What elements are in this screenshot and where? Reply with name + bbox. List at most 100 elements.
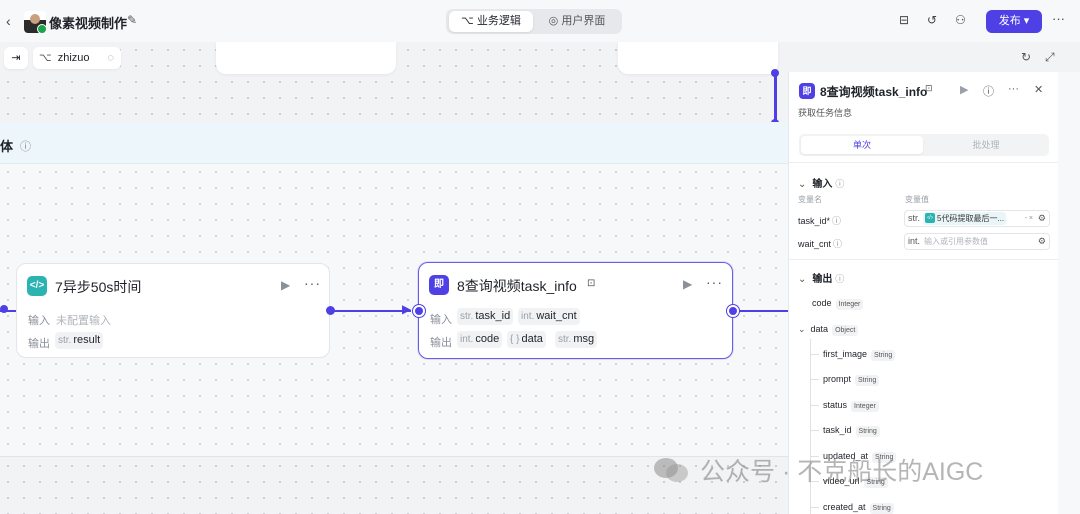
input-port[interactable] [0, 305, 8, 313]
loading-icon: ◌ [107, 52, 114, 64]
close-icon[interactable]: ✕ [1034, 84, 1044, 96]
edge-line [331, 310, 411, 312]
play-icon[interactable]: ▶ [960, 84, 969, 96]
output-label: 输出 [28, 338, 50, 350]
output-tag: str.msg [555, 331, 598, 348]
run-mode-tabs: 单次 批处理 [799, 134, 1049, 156]
input-tag: str.task_id [457, 308, 514, 325]
connector-port[interactable] [771, 69, 779, 77]
chevron-left-icon[interactable]: ‹ [6, 13, 11, 29]
edge-line [0, 310, 16, 312]
output-port[interactable] [326, 306, 335, 315]
edit-icon[interactable]: ✎ [127, 13, 138, 27]
column-header-name: 变量名 [798, 195, 822, 204]
tab-business-logic[interactable]: ⌥ 业务逻辑 [449, 11, 533, 32]
divider [789, 162, 1059, 163]
chevron-down-icon: ⌄ [798, 179, 807, 190]
connector-line [774, 72, 777, 124]
node-query-task-info[interactable]: 即 8查询视频task_info ⊡ ▶ ··· 输入 str.task_id … [418, 262, 733, 359]
scrollbar[interactable] [1058, 72, 1080, 514]
output-tag: int.code [457, 331, 503, 348]
check-badge-icon [37, 24, 46, 33]
tree-line [810, 339, 811, 514]
workflow-chip[interactable]: ⌥ zhizuo ◌ [33, 47, 121, 69]
publish-button[interactable]: 发布 ▾ [986, 10, 1042, 33]
reference-chip[interactable]: ‹/›5代码提取最后一... [923, 212, 1007, 225]
tab-single[interactable]: 单次 [801, 136, 923, 154]
workflow-icon: ⌥ [39, 52, 52, 64]
more-icon[interactable]: ··· [706, 274, 723, 290]
upstream-node-edge [618, 42, 778, 74]
llm-icon: 即 [799, 83, 815, 99]
expand-icon[interactable]: ⤢ [1045, 50, 1055, 64]
more-icon[interactable]: ··· [1008, 83, 1019, 95]
play-icon[interactable]: ▶ [683, 277, 693, 291]
tab-batch[interactable]: 批处理 [972, 140, 1000, 150]
avatar [24, 11, 46, 33]
wait-cnt-value-field[interactable]: int. 输入或引用参数值 ⚙ [904, 233, 1050, 250]
chevron-down-icon: ⌄ [798, 324, 806, 334]
api-icon: ⊡ [925, 83, 933, 93]
settings-icon[interactable]: ⚙ [1037, 213, 1046, 223]
loop-title: 体 [0, 139, 14, 154]
info-icon: ⓘ [835, 274, 845, 284]
help-icon[interactable]: ⓘ [983, 86, 994, 98]
output-tag: str.result [55, 332, 104, 349]
output-label: 输出 [430, 337, 452, 349]
workflow-name: zhizuo [57, 52, 90, 64]
info-icon[interactable]: ⓘ [20, 141, 31, 153]
tree-line [810, 354, 819, 355]
more-icon[interactable]: ··· [304, 275, 321, 291]
input-tag: int.wait_cnt [518, 308, 580, 325]
mode-switch: ⌥ 业务逻辑 ◎ 用户界面 [446, 9, 622, 34]
tree-line [810, 379, 819, 380]
toolbox-icon[interactable]: ⊟ [899, 13, 910, 27]
workflow-icon: ⌥ [461, 15, 477, 27]
sidebar-expand-icon: ⇥ [11, 52, 21, 64]
node-async-wait[interactable]: </> 7异步50s时间 ▶ ··· 输入 未配置输入 输出 str.resul… [16, 263, 330, 358]
info-icon: ⓘ [835, 179, 845, 189]
upstream-node-edge [216, 42, 396, 74]
chevron-down-icon: ⌄ [798, 274, 807, 285]
var-name: task_id*ⓘ [798, 216, 842, 226]
tree-line [810, 430, 819, 431]
panel-title: 8查询视频task_info [820, 85, 928, 99]
play-icon[interactable]: ▶ [281, 278, 291, 292]
history-icon[interactable]: ↺ [927, 13, 938, 27]
panel-description: 获取任务信息 [798, 108, 853, 118]
task-id-value-field[interactable]: str. ‹/›5代码提取最后一... - × ⚙ [904, 210, 1050, 227]
api-icon: ⊡ [587, 278, 596, 289]
refresh-icon[interactable]: ↻ [1021, 50, 1032, 64]
node-config-panel: 即 8查询视频task_info ⊡ ▶ ⓘ ··· ✕ 获取任务信息 单次 批… [788, 72, 1059, 514]
edge-line [733, 310, 790, 312]
top-bar: ‹ 像素视频制作 ✎ ⌥ 业务逻辑 ◎ 用户界面 ⊟ ↺ ⚇ 发布 ▾ ··· [0, 0, 1080, 42]
more-icon[interactable]: ··· [1052, 11, 1065, 26]
users-icon[interactable]: ⚇ [955, 13, 966, 27]
wechat-icon [654, 458, 688, 482]
info-icon: ⓘ [832, 216, 842, 226]
tree-line [810, 481, 819, 482]
output-port[interactable] [727, 305, 739, 317]
settings-icon[interactable]: ⚙ [1037, 236, 1046, 246]
tab-user-interface[interactable]: ◎ 用户界面 [548, 15, 606, 27]
node-title: 8查询视频task_info [457, 278, 577, 294]
tree-line [810, 405, 819, 406]
input-label: 输入 [430, 314, 452, 326]
llm-icon: 即 [429, 275, 449, 295]
loop-header [0, 122, 790, 164]
app-title: 像素视频制作 [49, 16, 128, 31]
input-port[interactable] [413, 305, 425, 317]
collapse-panel-button[interactable]: ⇥ [4, 47, 28, 69]
clear-reference-icon[interactable]: - × [1024, 215, 1033, 222]
